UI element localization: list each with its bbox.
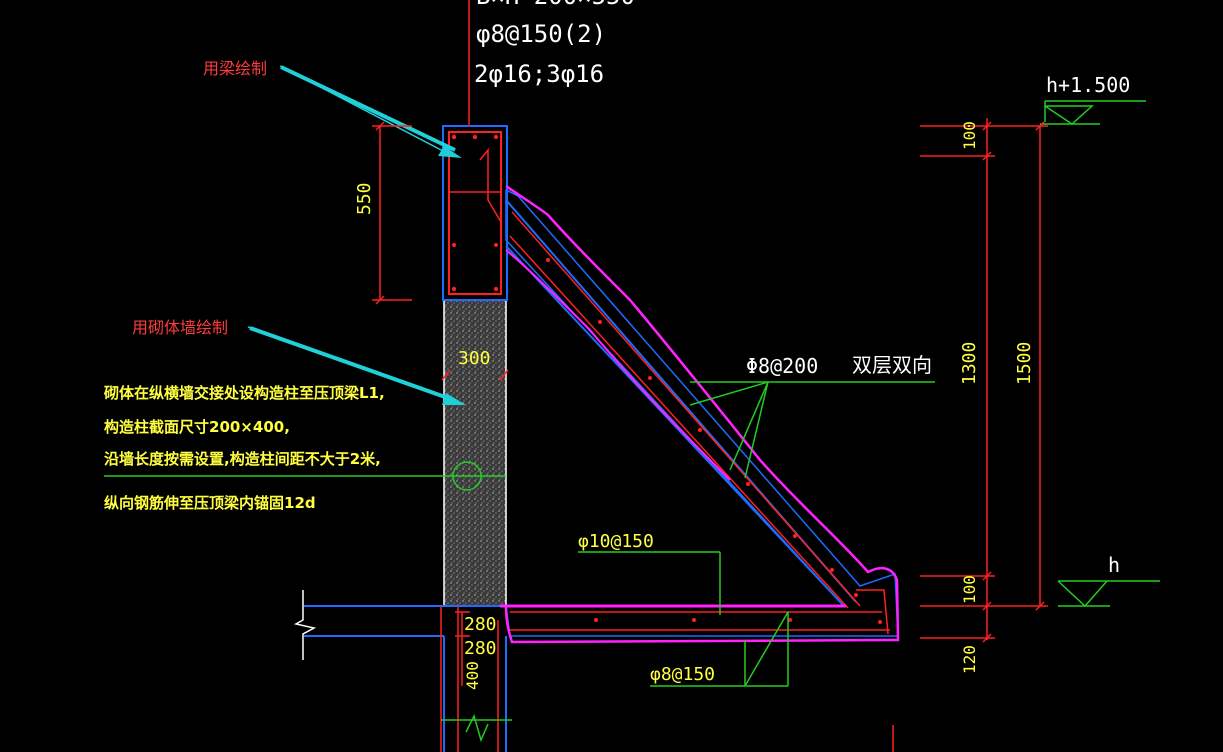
callout-arrows xyxy=(247,65,466,405)
spec-line-3: 沿墙长度按需设置,构造柱间距不大于2米, xyxy=(104,450,381,468)
dimension-lines xyxy=(372,118,1048,686)
beam-note: 用梁绘制 xyxy=(203,59,267,78)
dim-bottom-offset: 100 xyxy=(960,575,979,604)
elevation-bottom: h xyxy=(1108,553,1120,577)
spec-line-4: 纵向钢筋伸至压顶梁内锚固12d xyxy=(104,494,316,512)
spec-line-1: 砌体在纵横墙交接处设构造柱至压顶梁L1, xyxy=(103,384,385,402)
inclined-rebar-note: 双层双向 xyxy=(852,353,932,377)
slab-bottom-rebar-label: φ8@150 xyxy=(650,664,715,685)
dim-400: 400 xyxy=(463,661,482,690)
column-marker xyxy=(104,369,509,491)
masonry-wall xyxy=(443,299,507,607)
base-slab xyxy=(293,590,894,752)
slab-top-rebar-label: φ10@150 xyxy=(578,531,654,552)
leaders xyxy=(578,100,1160,687)
dim-top-offset: 100 xyxy=(960,121,979,150)
dim-beam-height: 550 xyxy=(354,182,375,215)
beam-cut-label: B×H=200×550 xyxy=(476,0,635,10)
dim-wall-width: 300 xyxy=(458,348,491,369)
inclined-slab xyxy=(500,184,900,644)
dim-total-height: 1500 xyxy=(1014,342,1035,385)
dim-mid-height: 1300 xyxy=(959,342,980,385)
dim-280-a: 280 xyxy=(464,614,497,635)
wall-note: 用砌体墙绘制 xyxy=(132,318,228,337)
inclined-rebar-label: Φ8@200 xyxy=(746,354,818,378)
beam-stirrup-label: φ8@150(2) xyxy=(476,20,606,48)
spec-line-2: 构造柱截面尺寸200×400, xyxy=(104,418,290,436)
dim-280-b: 280 xyxy=(464,638,497,659)
dim-slab-thickness: 120 xyxy=(960,645,979,674)
beam-longitudinal-label: 2φ16;3φ16 xyxy=(474,60,604,88)
beam-section xyxy=(442,0,508,301)
spec-notes: 砌体在纵横墙交接处设构造柱至压顶梁L1, 构造柱截面尺寸200×400, 沿墙长… xyxy=(103,384,385,512)
elevation-top: h+1.500 xyxy=(1046,73,1130,97)
